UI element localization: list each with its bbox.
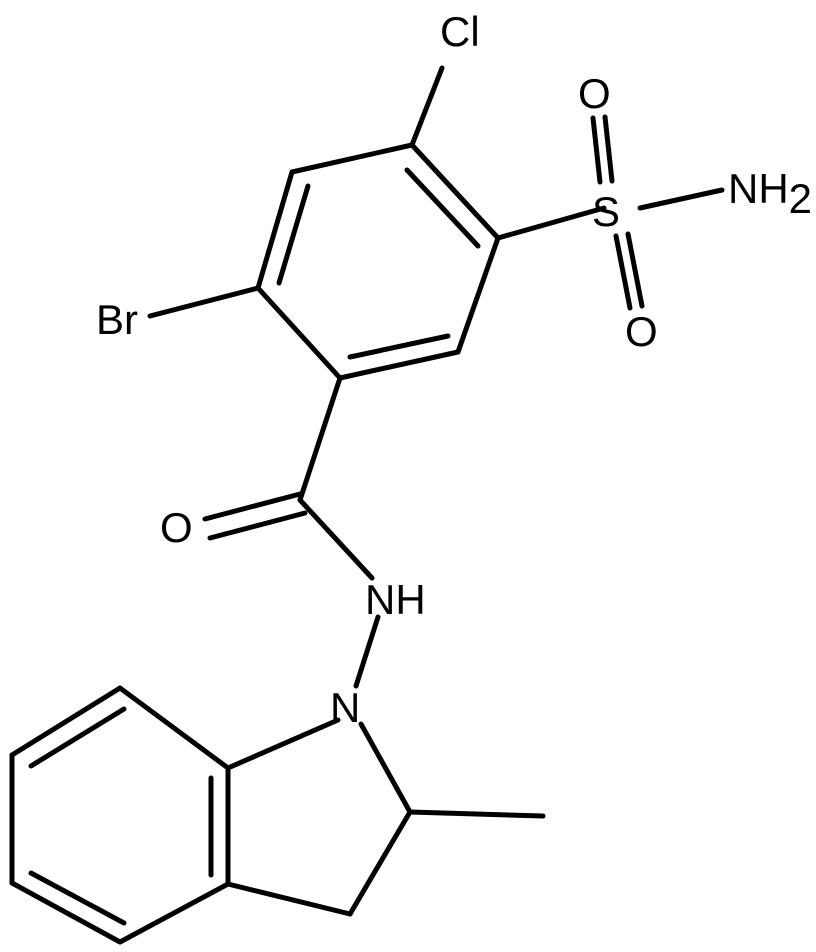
bond-c-s	[495, 205, 607, 241]
atom-label-n-indoline: N	[330, 684, 360, 731]
sulfonamide-bonds	[590, 114, 725, 311]
atom-label-nh2: NH2	[728, 165, 812, 222]
atom-label-br: Br	[96, 296, 138, 343]
bond-c-br	[147, 285, 261, 319]
atom-label-cl: Cl	[440, 8, 480, 55]
atom-label-o-carbonyl: O	[160, 504, 193, 551]
amide-bonds	[202, 375, 381, 689]
atom-label-s: S	[592, 188, 620, 235]
atom-label-nh: NH	[365, 576, 426, 623]
atom-label-o-top: O	[578, 70, 611, 117]
bond-c-cl	[409, 65, 445, 148]
atom-label-o-bottom: O	[625, 308, 658, 355]
benzene-ring-upper	[255, 142, 501, 381]
indoline-ring	[9, 685, 546, 945]
